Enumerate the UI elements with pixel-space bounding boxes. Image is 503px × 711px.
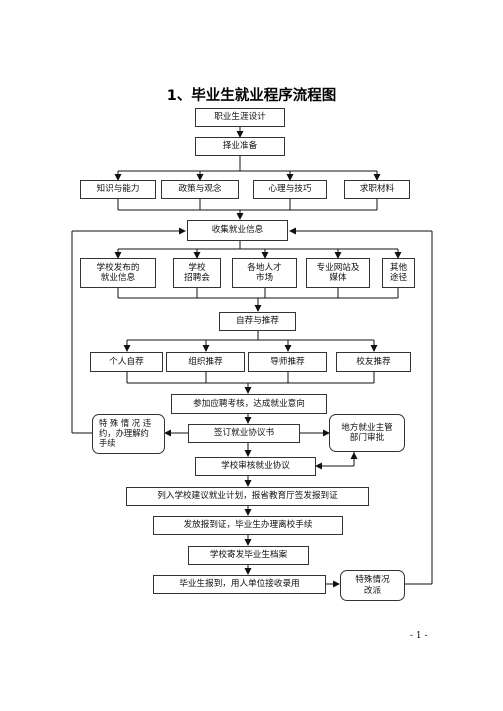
box-talent-market: 各地人才 市场 [232,258,297,288]
box-alumni-recommend: 校友推荐 [336,352,411,372]
box-report-work: 毕业生报到，用人单位接收录用 [153,575,326,594]
box-career-planning: 职业生涯设计 [195,108,285,127]
box-issue-certificate: 发放报到证，毕业生办理离校手续 [153,516,343,535]
box-collect-info: 收集就业信息 [187,220,288,241]
box-local-authority: 地方就业主管 部门审批 [329,414,405,452]
box-school-review: 学校审核就业协议 [195,457,316,476]
box-policy: 政策与观念 [161,180,239,199]
box-mentor-recommend: 导师推荐 [248,352,327,372]
box-special-breach: 特 殊 情 况 违 约，办理解约 手续 [92,414,165,454]
box-materials: 求职材料 [344,180,410,199]
box-sign-agreement: 签订就业协议书 [188,424,300,443]
page-title: 1、毕业生就业程序流程图 [166,88,337,104]
box-interview: 参加应聘考核，达成就业意向 [171,394,327,414]
box-knowledge: 知识与能力 [80,180,156,199]
box-websites: 专业网站及 媒体 [306,258,370,288]
box-school-fair: 学校 招聘会 [173,258,221,288]
box-employment-plan: 列入学校建议就业计划，报省教育厅签发报到证 [126,487,369,506]
box-psychology: 心理与技巧 [253,180,327,199]
page-number: - 1 - [410,631,428,641]
box-other-ways: 其他 途径 [382,258,415,288]
box-special-reassign: 特殊情况 改派 [340,570,405,601]
box-self-recommend: 个人自荐 [90,352,163,372]
box-org-recommend: 组织推荐 [166,352,245,372]
box-career-prep: 择业准备 [195,137,285,156]
box-recommend: 自荐与推荐 [219,312,296,331]
box-school-info: 学校发布的 就业信息 [80,258,156,288]
box-send-archives: 学校寄发毕业生档案 [188,546,309,565]
